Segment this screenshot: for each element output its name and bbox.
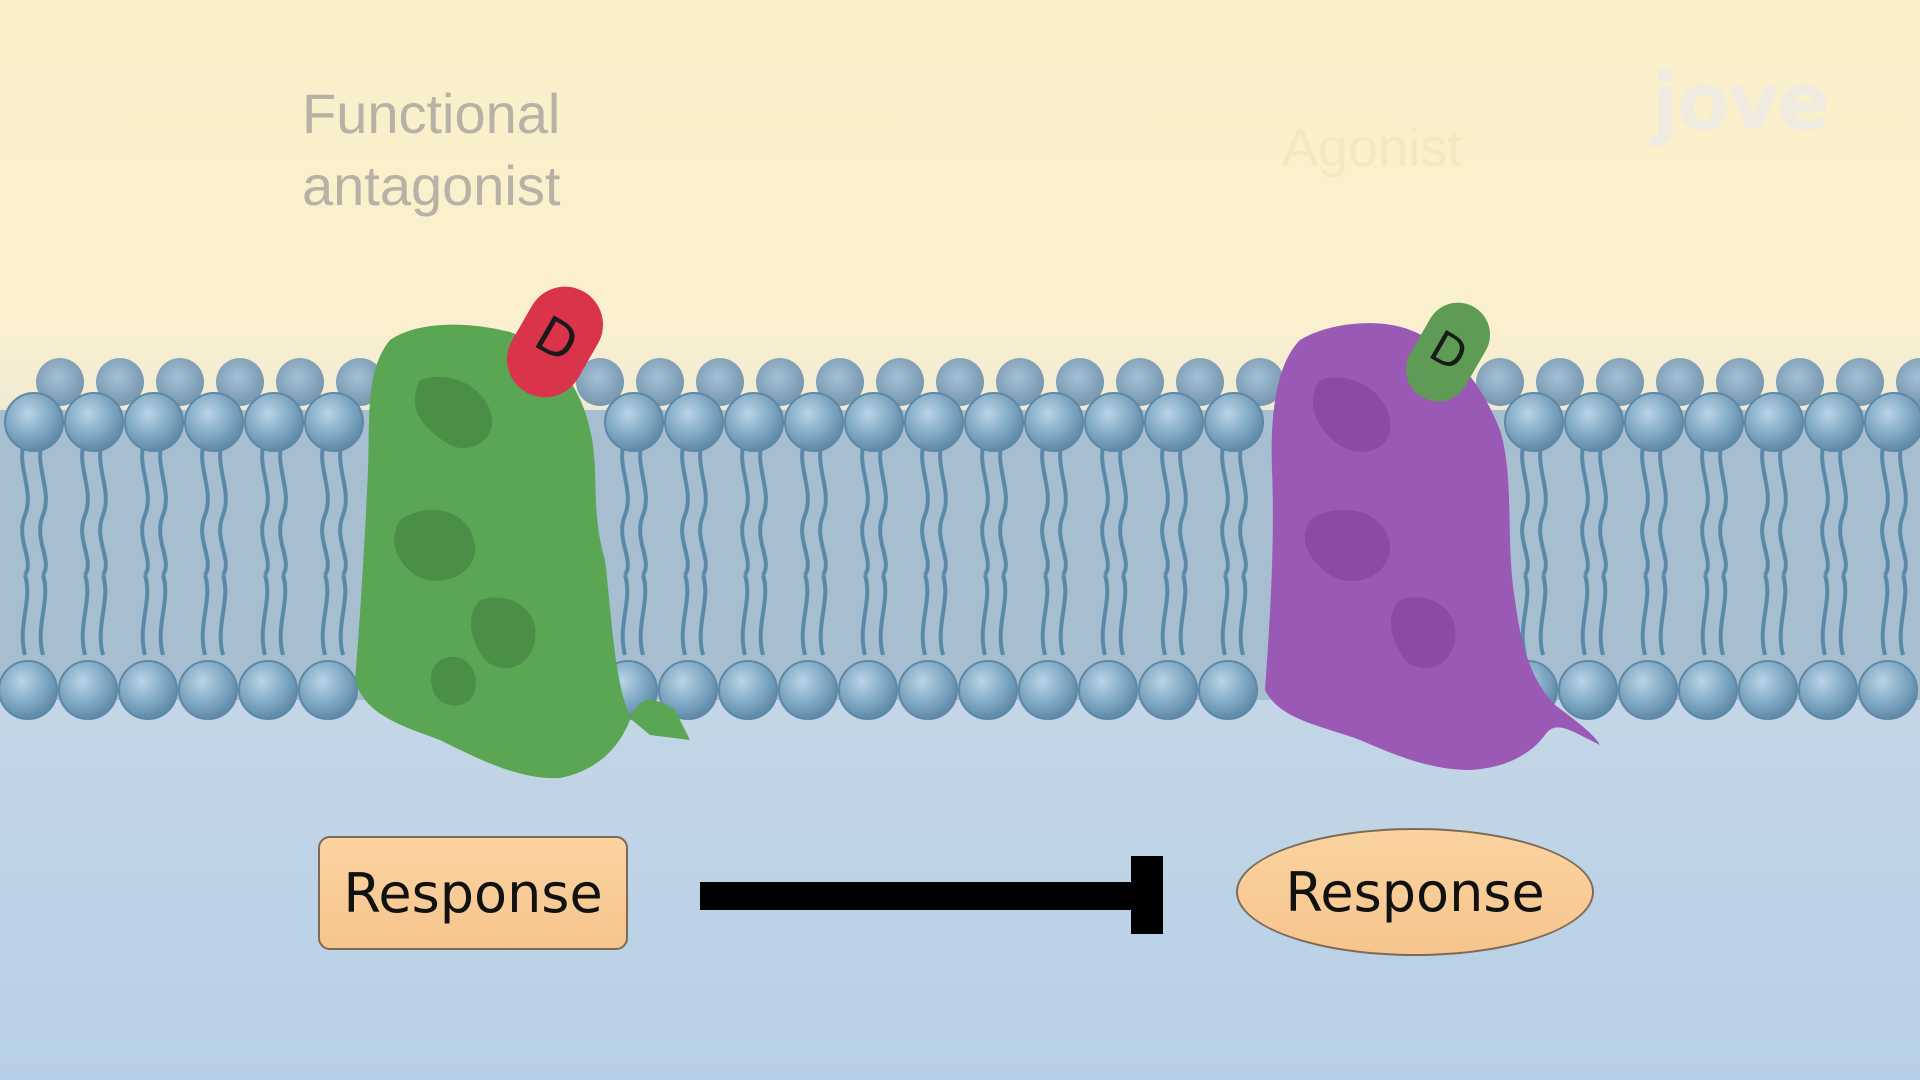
membrane-core [0, 410, 1920, 700]
drug-left-molecule: D [507, 286, 603, 398]
inhibition-arrow-shaft [700, 882, 1150, 910]
receptor-left [355, 324, 690, 779]
lipid-top-row [4, 392, 1920, 452]
functional-antagonist-label: Functional antagonist [302, 82, 561, 217]
inhibition-arrow-cap [1131, 856, 1163, 934]
jove-logo: jove [1652, 58, 1830, 148]
drug-right-molecule: D [1406, 302, 1490, 402]
response-right-label: Response [1285, 860, 1545, 924]
agonist-label: Agonist [1282, 118, 1463, 178]
receptor-right [1265, 323, 1600, 770]
response-ellipse-right: Response [1236, 828, 1594, 956]
response-box-left: Response [318, 836, 628, 950]
response-left-label: Response [343, 861, 603, 925]
